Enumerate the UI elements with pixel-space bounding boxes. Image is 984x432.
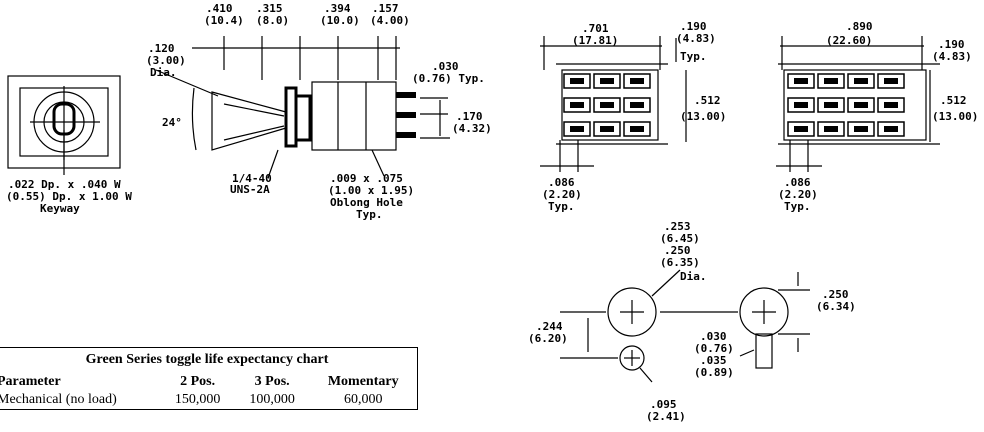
- terminal-layout-view-1: [540, 36, 687, 172]
- panel-cutout-view: [560, 269, 810, 383]
- cutout-left-2: (6.20): [528, 332, 568, 345]
- dia-label-3: Dia.: [150, 66, 177, 79]
- row-2pos: 150,000: [174, 392, 221, 407]
- terminal-layout-view-2: [776, 36, 940, 172]
- top-dim-5: .394: [324, 2, 351, 15]
- cutout-dia-4: (6.35): [660, 256, 700, 269]
- cutout-right-2: (6.34): [816, 300, 856, 313]
- oblong-label-4: Typ.: [356, 208, 383, 221]
- cutout-bottom-2: (2.41): [646, 410, 686, 423]
- top-dim-3: .315: [256, 2, 283, 15]
- view2-bottom-1: .086: [784, 176, 811, 189]
- oblong-label-3: Oblong Hole: [330, 196, 403, 209]
- row-momentary: 60,000: [343, 392, 383, 407]
- view1-bottom-1: .086: [548, 176, 575, 189]
- lead-dim-1: .030: [432, 60, 459, 73]
- keyway-label-3: Keyway: [40, 202, 80, 215]
- view2-width-2: (22.60): [826, 34, 872, 47]
- view1-width-1: .701: [582, 22, 609, 35]
- lead-dim-2: (0.76) Typ.: [412, 72, 485, 85]
- cutout-mid-4: (0.89): [694, 366, 734, 379]
- cutout-dia-3: .250: [664, 244, 691, 257]
- view1-right-3: Typ.: [680, 50, 707, 63]
- row-parameter: Mechanical (no load): [0, 392, 117, 407]
- cutout-bottom-1: .095: [650, 398, 677, 411]
- view1-width-2: (17.81): [572, 34, 618, 47]
- cutout-mid-2: (0.76): [694, 342, 734, 355]
- table-title: Green Series toggle life expectancy char…: [85, 352, 329, 367]
- header-momentary: Momentary: [327, 374, 399, 389]
- cutout-dia-5: Dia.: [680, 270, 707, 283]
- view1-height-1: .512: [694, 94, 721, 107]
- top-dim-8: (4.00): [370, 14, 410, 27]
- top-dim-2: (10.4): [204, 14, 244, 27]
- row-3pos: 100,000: [249, 392, 295, 407]
- header-2pos: 2 Pos.: [180, 374, 216, 389]
- cutout-right-1: .250: [822, 288, 849, 301]
- table-row: Mechanical (no load) 150,000 100,000 60,…: [0, 391, 418, 410]
- oblong-label-2: (1.00 x 1.95): [328, 184, 414, 197]
- view2-height-1: .512: [940, 94, 967, 107]
- spacing-dim-2: (4.32): [452, 122, 492, 135]
- view1-right-2: (4.83): [676, 32, 716, 45]
- header-3pos: 3 Pos.: [254, 374, 290, 389]
- view2-right-1: .190: [938, 38, 965, 51]
- view2-bottom-3: Typ.: [784, 200, 811, 213]
- top-dim-4: (8.0): [256, 14, 289, 27]
- dia-label-1: .120: [148, 42, 175, 55]
- view1-height-2: (13.00): [680, 110, 726, 123]
- view2-right-2: (4.83): [932, 50, 972, 63]
- angle-label: 24°: [162, 116, 182, 129]
- top-dim-6: (10.0): [320, 14, 360, 27]
- keyway-label-1: .022 Dp. x .040 W: [8, 178, 121, 191]
- top-dim-1: .410: [206, 2, 233, 15]
- header-parameter: Parameter: [0, 374, 61, 389]
- top-dim-7: .157: [372, 2, 399, 15]
- keyway-label-2: (0.55) Dp. x 1.00 W: [6, 190, 132, 203]
- thread-label-1: 1/4-40: [232, 172, 272, 185]
- cutout-left-1: .244: [536, 320, 563, 333]
- cutout-mid-1: .030: [700, 330, 727, 343]
- view2-width-1: .890: [846, 20, 873, 33]
- side-view: [155, 36, 450, 179]
- view1-bottom-2: (2.20): [542, 188, 582, 201]
- thread-label-2: UNS-2A: [230, 183, 270, 196]
- life-expectancy-table: Green Series toggle life expectancy char…: [0, 347, 418, 410]
- view1-bottom-3: Typ.: [548, 200, 575, 213]
- oblong-label-1: .009 x .075: [330, 172, 403, 185]
- spacing-dim-1: .170: [456, 110, 483, 123]
- dia-label-2: (3.00): [146, 54, 186, 67]
- view2-bottom-2: (2.20): [778, 188, 818, 201]
- view2-height-2: (13.00): [932, 110, 978, 123]
- cutout-mid-3: .035: [700, 354, 727, 367]
- cutout-dia-1: .253: [664, 220, 691, 233]
- cutout-dia-2: (6.45): [660, 232, 700, 245]
- front-face-view: [7, 75, 121, 175]
- view1-right-1: .190: [680, 20, 707, 33]
